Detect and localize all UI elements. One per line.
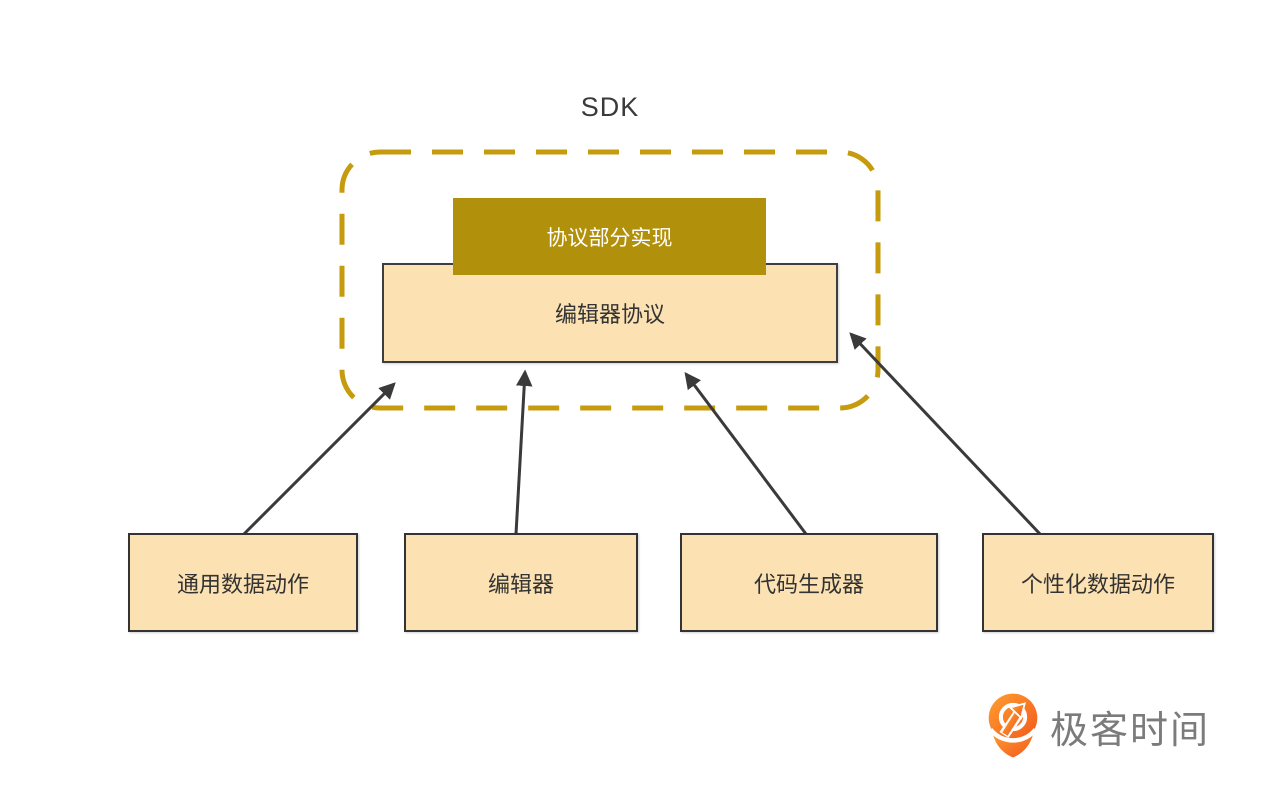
geektime-logo-icon bbox=[988, 693, 1038, 758]
arrow-code-generator bbox=[684, 372, 808, 535]
sdk-dashed-container bbox=[339, 149, 881, 411]
arrow-personalized-data-action bbox=[849, 332, 1042, 536]
arrow-editor bbox=[514, 369, 533, 535]
arrow-group bbox=[242, 332, 1042, 536]
brand-logo-text: 极客时间 bbox=[1050, 709, 1211, 752]
arrow-generic-data-action bbox=[242, 382, 396, 536]
protocol-impl-box: 协议部分实现 bbox=[453, 198, 766, 275]
module-box-editor: 编辑器 bbox=[404, 533, 638, 632]
module-box-personalized-data-action: 个性化数据动作 bbox=[982, 533, 1214, 632]
editor-protocol-box: 编辑器协议 bbox=[382, 263, 838, 363]
diagram-title: SDK bbox=[580, 92, 640, 122]
brand-logo: 极客时间 bbox=[986, 690, 1210, 762]
module-box-generic-data-action: 通用数据动作 bbox=[128, 533, 358, 632]
module-box-code-generator: 代码生成器 bbox=[680, 533, 938, 632]
